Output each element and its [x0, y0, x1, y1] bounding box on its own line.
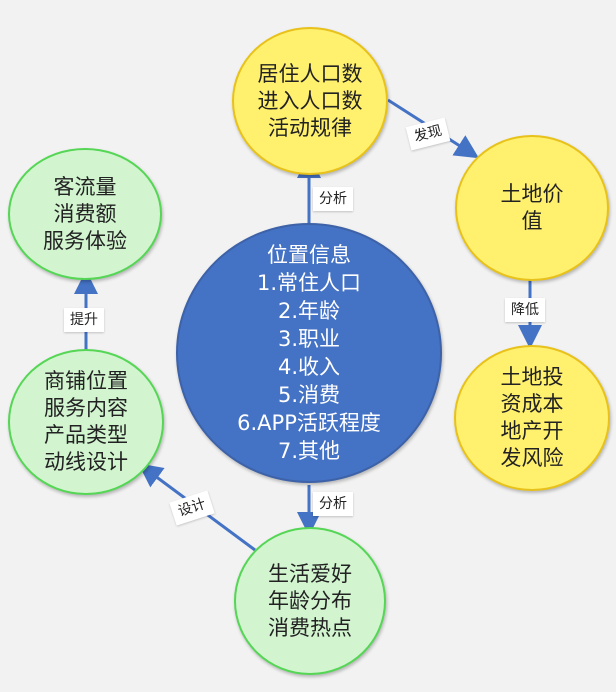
node-text: 土地价 [500, 182, 564, 206]
node-customer-flow: 客流量 消费额 服务体验 [8, 148, 162, 280]
node-text: 值 [521, 209, 543, 233]
node-text: 商铺位置 [44, 369, 128, 393]
node-text: 产品类型 [44, 423, 128, 447]
node-land-risk: 土地投 资成本 地产开 发风险 [454, 345, 610, 491]
center-text: 6.APP活跃程度 [237, 411, 381, 435]
edge-label-analyze-down: 分析 [313, 492, 353, 516]
edge-label-reduce: 降低 [505, 298, 545, 322]
node-text: 消费额 [53, 201, 117, 226]
node-text: 服务内容 [44, 396, 128, 420]
center-text: 4.收入 [277, 355, 341, 379]
node-shop-design: 商铺位置 服务内容 产品类型 动线设计 [8, 349, 164, 495]
node-text: 年龄分布 [268, 588, 352, 613]
node-location-info: 位置信息 1.常住人口 2.年龄 3.职业 4.收入 5.消费 6.APP活跃程… [176, 223, 442, 483]
node-text: 资成本 [500, 392, 564, 416]
node-resident-population: 居住人口数 进入人口数 活动规律 [232, 27, 388, 175]
edge-label-improve: 提升 [64, 308, 104, 332]
node-lifestyle: 生活爱好 年龄分布 消费热点 [234, 527, 386, 675]
node-land-value: 土地价 值 [455, 135, 609, 281]
center-text: 7.其他 [277, 439, 341, 463]
node-text: 地产开 [500, 419, 564, 443]
node-text: 发风险 [500, 446, 564, 470]
center-text: 1.常住人口 [256, 271, 362, 295]
center-text: 3.职业 [277, 327, 341, 351]
center-text: 5.消费 [277, 383, 341, 407]
center-text: 2.年龄 [277, 299, 341, 323]
node-text: 进入人口数 [257, 88, 363, 113]
edge-label-analyze-up: 分析 [313, 187, 353, 211]
node-text: 土地投 [500, 365, 564, 389]
node-text: 消费热点 [268, 615, 352, 640]
node-text: 生活爱好 [268, 561, 352, 586]
node-text: 动线设计 [44, 450, 128, 474]
node-text: 服务体验 [43, 228, 127, 253]
center-text: 位置信息 [267, 243, 351, 267]
node-text: 活动规律 [268, 115, 352, 140]
node-text: 客流量 [53, 174, 117, 199]
node-text: 居住人口数 [257, 61, 363, 86]
